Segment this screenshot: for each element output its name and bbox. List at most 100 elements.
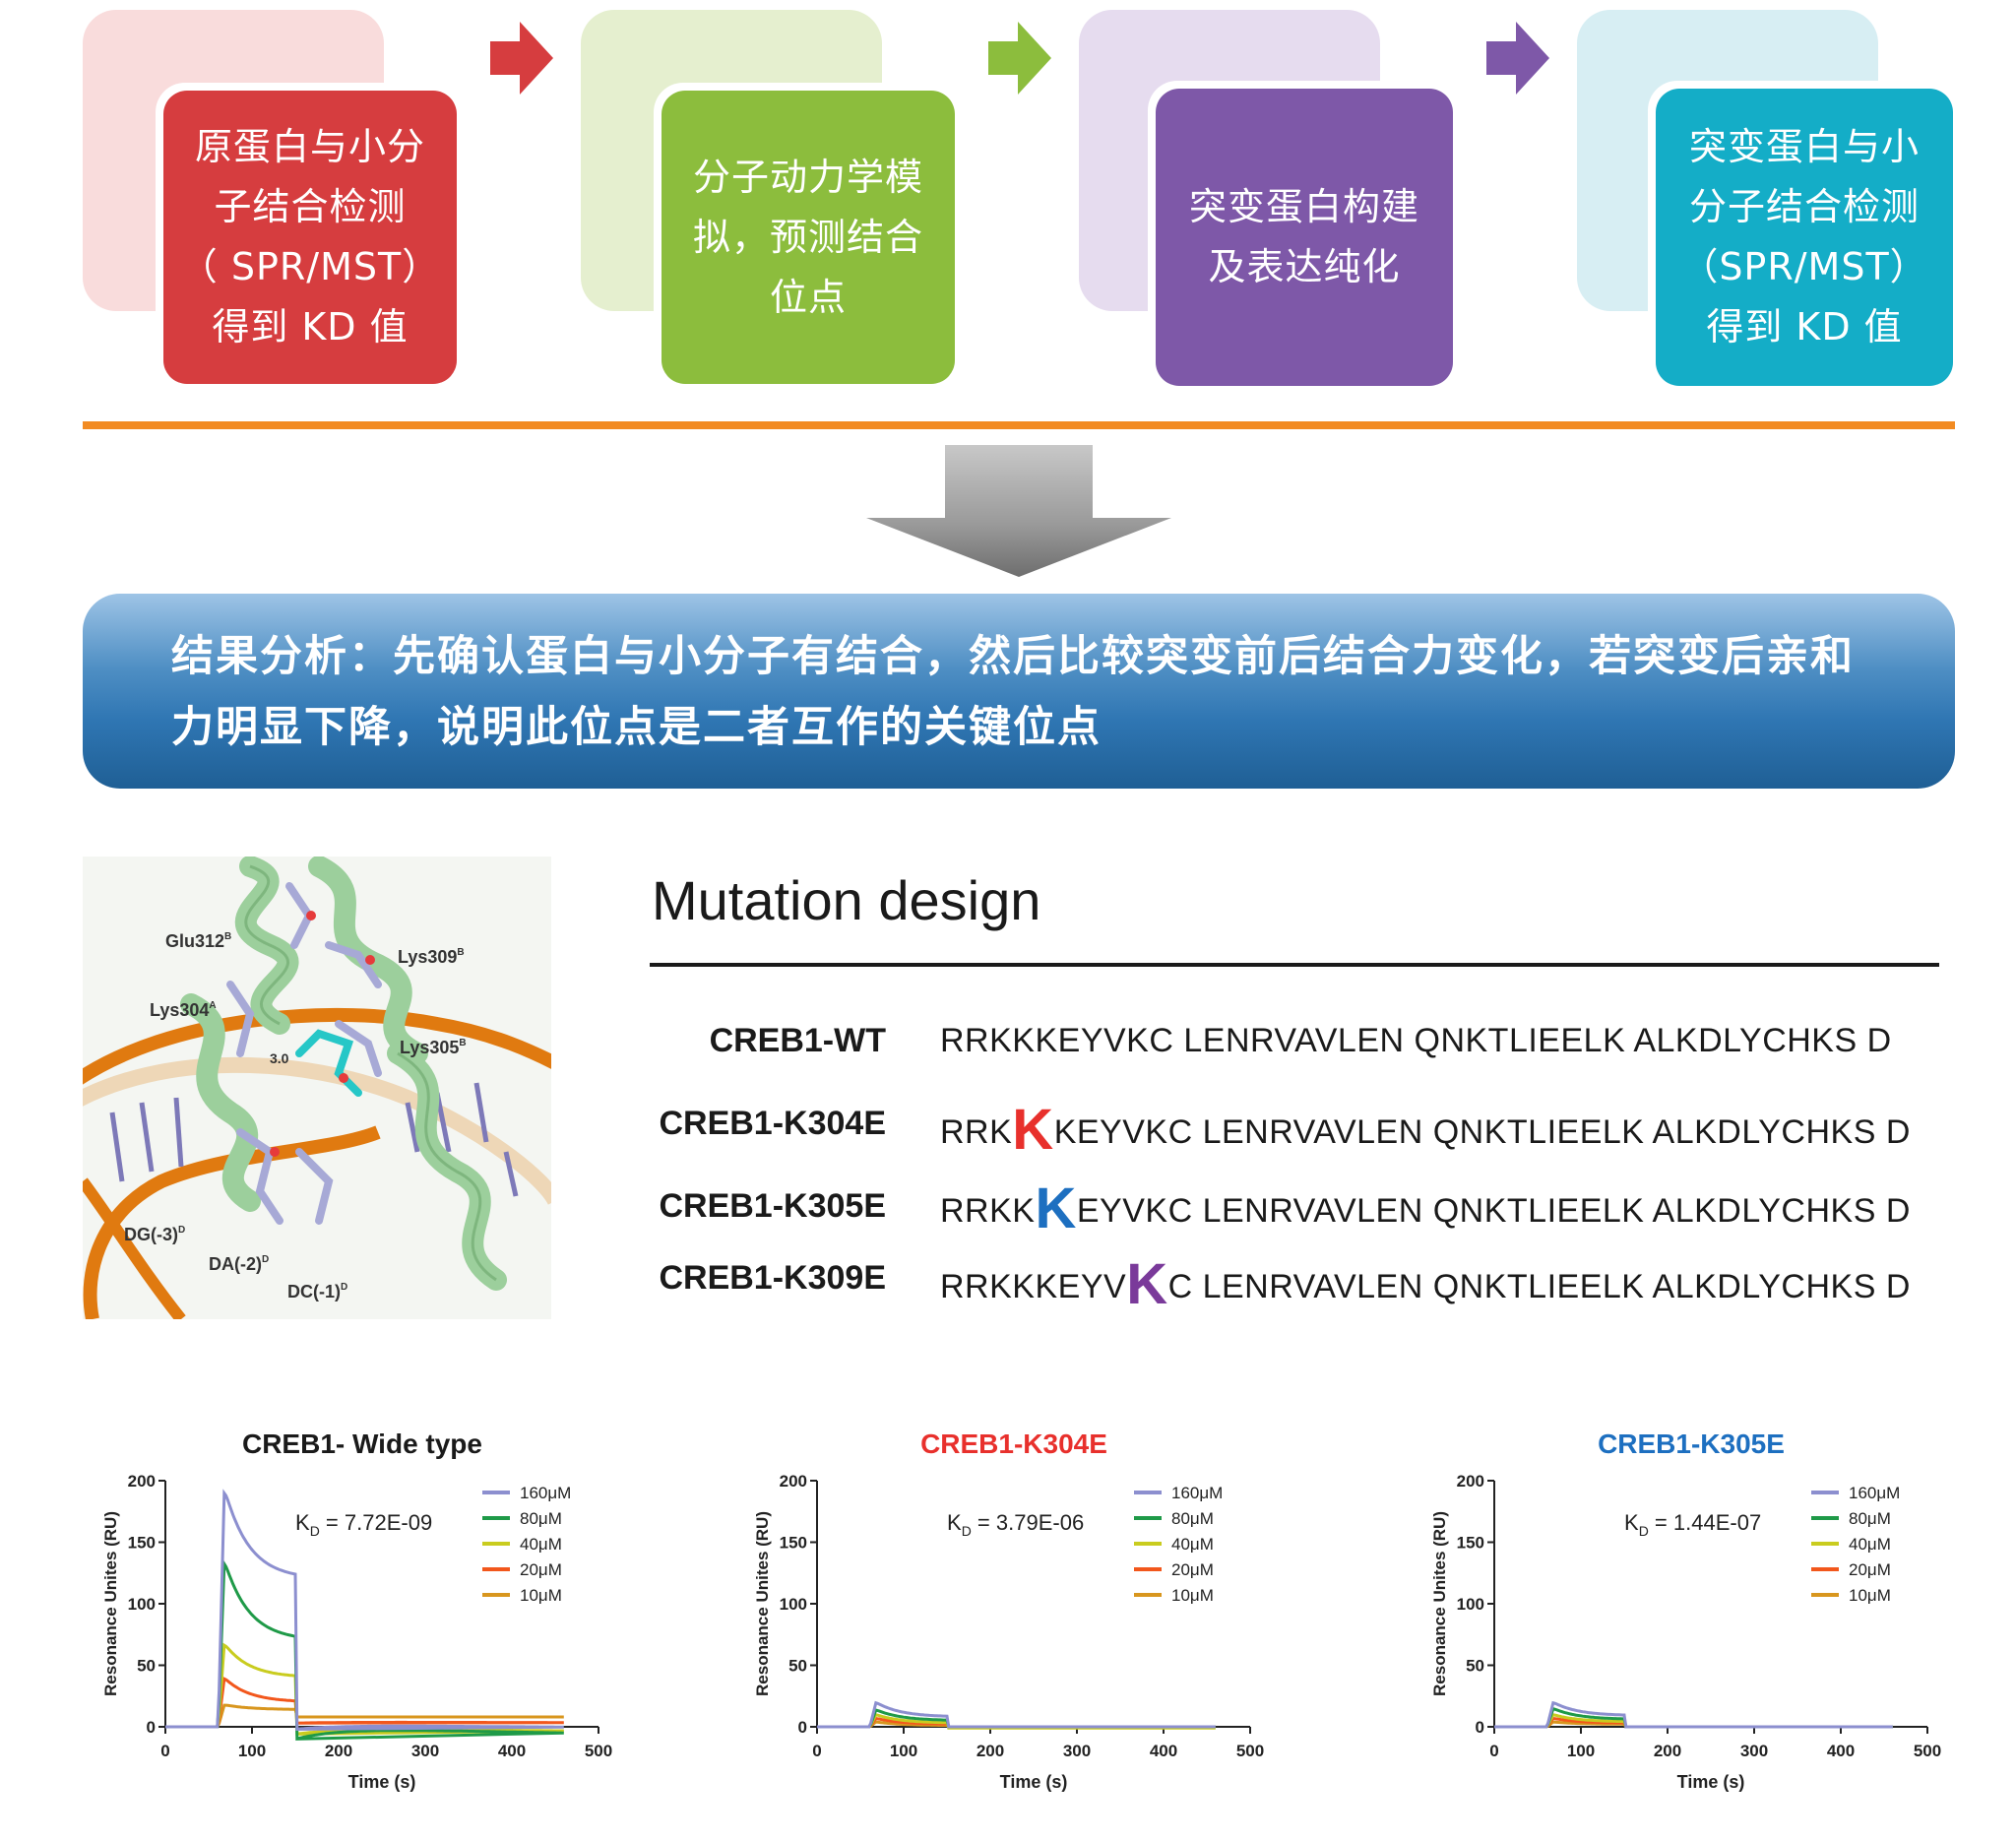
legend-entry: 10μM bbox=[1849, 1586, 1891, 1605]
step-1-box: 原蛋白与小分 子结合检测 （ SPR/MST） 得到 KD 值 bbox=[163, 91, 457, 384]
mutation-name: CREB1-WT bbox=[709, 1022, 886, 1059]
kd-value: KD = 1.44E-07 bbox=[1624, 1510, 1761, 1539]
mutation-sequence: RRKKKEYVKC LENRVAVLEN QNKTLIEELK ALKDLYC… bbox=[940, 1175, 1911, 1241]
series-line bbox=[165, 1558, 564, 1742]
mutation-design-rule bbox=[650, 963, 1939, 967]
step-2-text: 分子动力学模 拟，预测结合 位点 bbox=[692, 155, 923, 319]
seq-post: EYVKC LENRVAVLEN QNKTLIEELK ALKDLYCHKS D bbox=[1076, 1192, 1911, 1230]
mutated-residue: K bbox=[1012, 1098, 1054, 1162]
series-line bbox=[165, 1489, 564, 1731]
series-line bbox=[165, 1703, 564, 1729]
seq-pre: RRKKKEYVKC LENRVAVLEN QNKTLIEELK ALKDLYC… bbox=[940, 1022, 1892, 1059]
legend-entry: 160μM bbox=[520, 1484, 571, 1502]
legend-entry: 20μM bbox=[1171, 1560, 1214, 1579]
y-tick-label: 100 bbox=[1457, 1595, 1484, 1614]
legend-entry: 40μM bbox=[520, 1535, 562, 1554]
protein-dna-structure-image: Glu312B Lys309B Lys304A Lys305B 3.0 DG(-… bbox=[83, 857, 551, 1319]
series-line bbox=[1494, 1700, 1893, 1729]
mutation-row-wt: CREB1-WT RRKKKEYVKC LENRVAVLEN QNKTLIEEL… bbox=[0, 1014, 2016, 1083]
x-tick-label: 300 bbox=[1740, 1742, 1768, 1760]
arrow-down-icon bbox=[866, 445, 1171, 577]
legend-entry: 80μM bbox=[520, 1509, 562, 1528]
legend-entry: 10μM bbox=[520, 1586, 562, 1605]
legend-entry: 40μM bbox=[1171, 1535, 1214, 1554]
kd-value: KD = 3.79E-06 bbox=[947, 1510, 1084, 1539]
legend-entry: 40μM bbox=[1849, 1535, 1891, 1554]
chart-title: CREB1- Wide type bbox=[242, 1428, 482, 1459]
step-3-box: 突变蛋白构建 及表达纯化 bbox=[1156, 89, 1453, 386]
y-tick-label: 150 bbox=[780, 1534, 807, 1553]
mutation-name: CREB1-K309E bbox=[659, 1259, 886, 1297]
legend-entry: 160μM bbox=[1171, 1484, 1223, 1502]
mutation-row-k305e: CREB1-K305E RRKKKEYVKC LENRVAVLEN QNKTLI… bbox=[0, 1172, 2016, 1240]
y-tick-label: 200 bbox=[780, 1472, 807, 1491]
series-line bbox=[165, 1642, 564, 1737]
x-axis-label: Time (s) bbox=[1677, 1772, 1745, 1792]
y-tick-label: 50 bbox=[1466, 1657, 1484, 1676]
x-tick-label: 200 bbox=[325, 1742, 352, 1760]
mutated-residue: K bbox=[1126, 1252, 1168, 1316]
x-tick-label: 0 bbox=[160, 1742, 169, 1760]
x-axis-label: Time (s) bbox=[348, 1772, 416, 1792]
mutated-residue: K bbox=[1035, 1176, 1077, 1240]
y-axis-label: Resonance Unites (RU) bbox=[101, 1511, 120, 1696]
series-line bbox=[165, 1677, 564, 1729]
arrow-right-icon-2 bbox=[988, 22, 1051, 95]
seq-post: C LENRVAVLEN QNKTLIEELK ALKDLYCHKS D bbox=[1167, 1268, 1911, 1305]
mutation-sequence: RRKKKEYVKC LENRVAVLEN QNKTLIEELK ALKDLYC… bbox=[940, 1022, 1892, 1060]
label-glu312: Glu312B bbox=[165, 931, 231, 951]
y-tick-label: 200 bbox=[1457, 1472, 1484, 1491]
mutation-sequence: RRKKKEYVKC LENRVAVLEN QNKTLIEELK ALKDLYC… bbox=[940, 1097, 1911, 1163]
y-tick-label: 50 bbox=[137, 1657, 156, 1676]
y-tick-label: 0 bbox=[1476, 1718, 1484, 1737]
chart-title: CREB1-K305E bbox=[1598, 1428, 1785, 1459]
x-tick-label: 500 bbox=[1236, 1742, 1264, 1760]
y-tick-label: 100 bbox=[780, 1595, 807, 1614]
result-analysis-text: 结果分析：先确认蛋白与小分子有结合，然后比较突变前后结合力变化，若突变后亲和力明… bbox=[171, 632, 1855, 752]
label-dc: DC(-1)D bbox=[287, 1282, 347, 1301]
mutation-row-k304e: CREB1-K304E RRKKKEYVKC LENRVAVLEN QNKTLI… bbox=[0, 1093, 2016, 1162]
y-axis-label: Resonance Unites (RU) bbox=[753, 1511, 772, 1696]
step-2-box: 分子动力学模 拟，预测结合 位点 bbox=[662, 91, 955, 384]
y-tick-label: 100 bbox=[128, 1595, 156, 1614]
legend-entry: 80μM bbox=[1849, 1509, 1891, 1528]
seq-pre: RRKK bbox=[940, 1192, 1036, 1230]
mutation-name: CREB1-K304E bbox=[659, 1105, 886, 1142]
step-4-box: 突变蛋白与小 分子结合检测 （SPR/MST） 得到 KD 值 bbox=[1656, 89, 1953, 386]
arrow-right-icon-1 bbox=[490, 22, 553, 95]
y-tick-label: 0 bbox=[147, 1718, 156, 1737]
y-tick-label: 150 bbox=[128, 1534, 156, 1553]
x-tick-label: 400 bbox=[498, 1742, 526, 1760]
seq-post: KEYVKC LENRVAVLEN QNKTLIEELK ALKDLYCHKS … bbox=[1053, 1113, 1911, 1151]
mutation-sequence: RRKKKEYVKC LENRVAVLEN QNKTLIEELK ALKDLYC… bbox=[940, 1251, 1911, 1317]
legend-entry: 80μM bbox=[1171, 1509, 1214, 1528]
y-tick-label: 0 bbox=[798, 1718, 807, 1737]
label-lys305: Lys305B bbox=[400, 1038, 467, 1057]
y-axis-label: Resonance Unites (RU) bbox=[1430, 1511, 1449, 1696]
mutation-name: CREB1-K305E bbox=[659, 1187, 886, 1225]
x-tick-label: 100 bbox=[890, 1742, 917, 1760]
result-banner: 结果分析：先确认蛋白与小分子有结合，然后比较突变前后结合力变化，若突变后亲和力明… bbox=[83, 594, 1955, 789]
legend-entry: 20μM bbox=[1849, 1560, 1891, 1579]
label-lys309: Lys309B bbox=[398, 947, 465, 967]
step-1-text: 原蛋白与小分 子结合检测 （ SPR/MST） 得到 KD 值 bbox=[179, 125, 441, 349]
x-tick-label: 500 bbox=[1914, 1742, 1941, 1760]
label-distance: 3.0 bbox=[270, 1050, 289, 1066]
y-tick-label: 200 bbox=[128, 1472, 156, 1491]
x-tick-label: 400 bbox=[1150, 1742, 1177, 1760]
chart-title: CREB1-K304E bbox=[920, 1428, 1107, 1459]
y-tick-label: 150 bbox=[1457, 1534, 1484, 1553]
x-tick-label: 200 bbox=[1654, 1742, 1681, 1760]
arrow-right-icon-3 bbox=[1486, 22, 1549, 95]
label-da: DA(-2)D bbox=[209, 1254, 269, 1274]
mutation-design-title: Mutation design bbox=[652, 869, 1041, 931]
seq-pre: RRKKKEYV bbox=[940, 1268, 1127, 1305]
seq-pre: RRK bbox=[940, 1113, 1013, 1151]
x-tick-label: 300 bbox=[1063, 1742, 1091, 1760]
x-axis-label: Time (s) bbox=[1000, 1772, 1068, 1792]
y-tick-label: 50 bbox=[788, 1657, 807, 1676]
legend-entry: 10μM bbox=[1171, 1586, 1214, 1605]
